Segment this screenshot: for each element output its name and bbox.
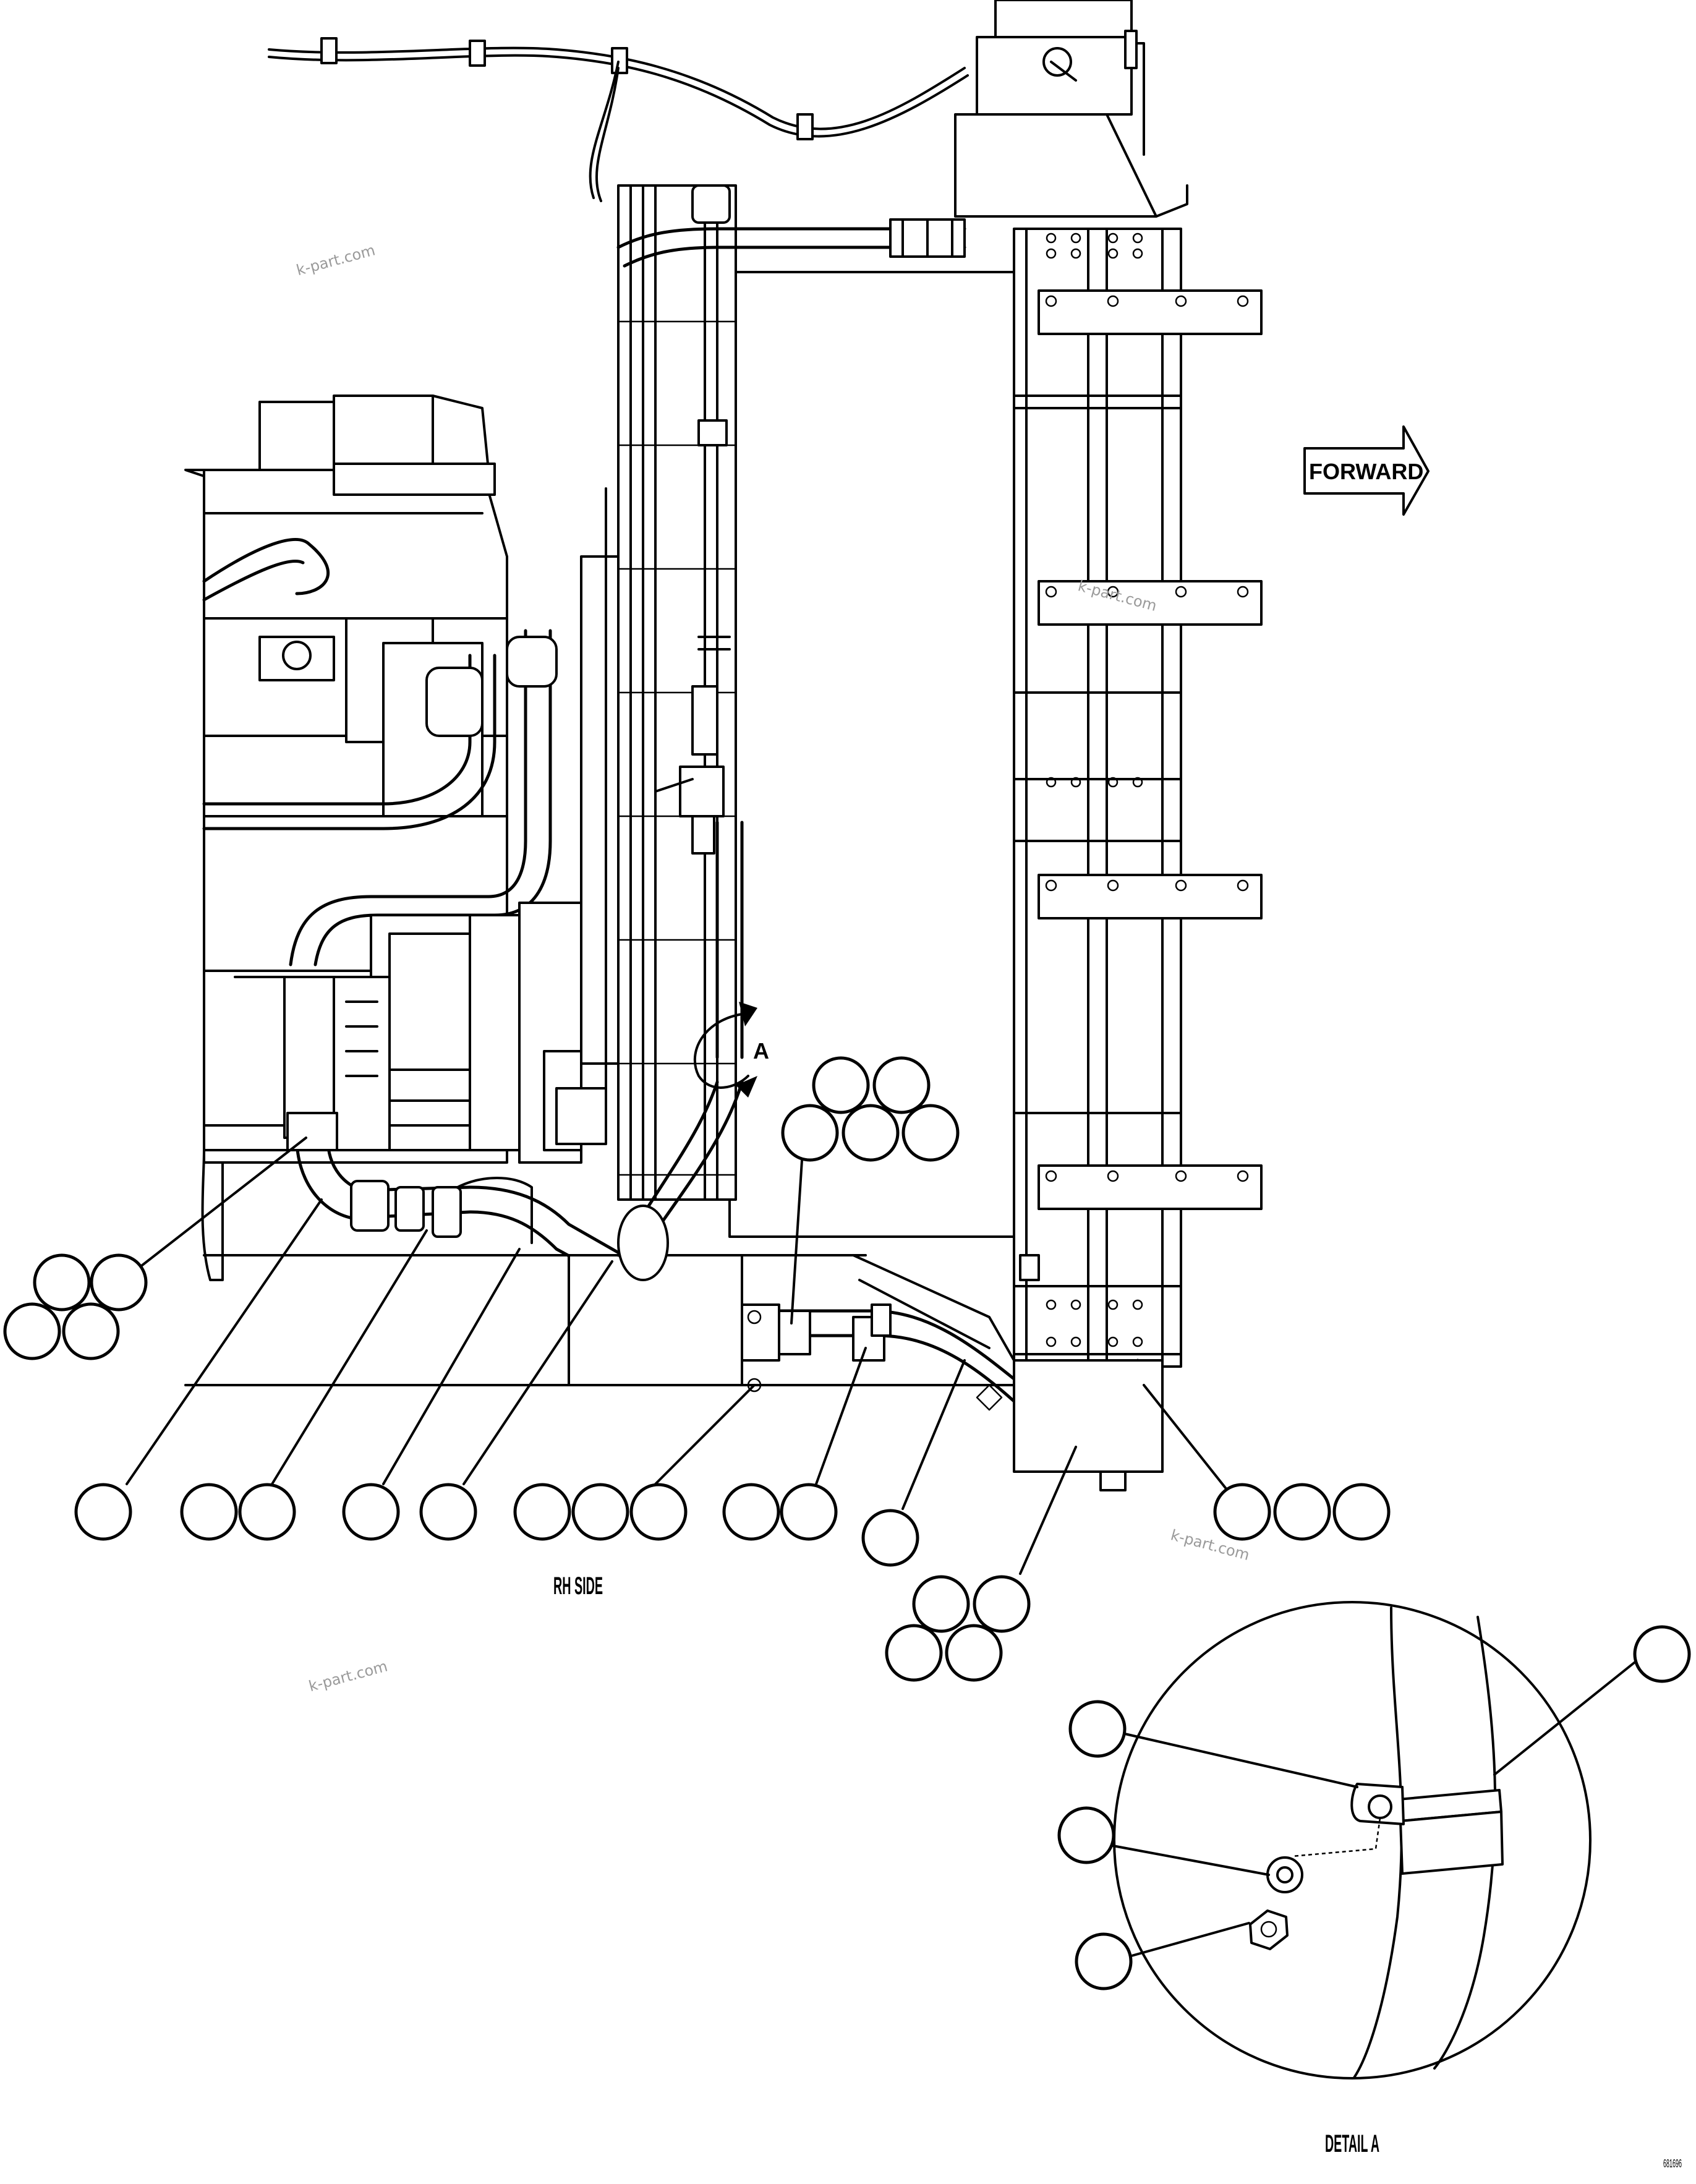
callout-bubble[interactable]: [1633, 1625, 1691, 1683]
callout-bubble[interactable]: [1332, 1483, 1391, 1541]
callout-bubble[interactable]: [945, 1624, 1003, 1682]
radiator-core: [580, 184, 1015, 1238]
callout-bubble[interactable]: [1213, 1483, 1271, 1541]
callout-bubble[interactable]: [419, 1483, 477, 1541]
callout-bubble[interactable]: [513, 1483, 571, 1541]
detail-marker-letter: A: [753, 1038, 769, 1064]
surge-tank: [954, 0, 1188, 218]
callout-bubble[interactable]: [180, 1483, 238, 1541]
callout-bubble[interactable]: [1273, 1483, 1331, 1541]
forward-label: FORWARD: [1309, 459, 1423, 484]
callout-bubble[interactable]: [722, 1483, 780, 1541]
callout-bubble[interactable]: [812, 1056, 870, 1114]
callout-bubble[interactable]: [912, 1575, 970, 1633]
detail-a: DETAIL A: [1057, 1601, 1691, 2157]
callout-bubble[interactable]: [1057, 1806, 1115, 1864]
callout-bubble[interactable]: [1075, 1932, 1133, 1990]
leader-lines: [126, 1130, 1229, 1575]
callout-bubble[interactable]: [781, 1104, 839, 1162]
callout-bubble[interactable]: [90, 1253, 148, 1312]
callout-bubble[interactable]: [842, 1104, 900, 1162]
callout-bubble[interactable]: [238, 1483, 296, 1541]
callout-bubble[interactable]: [885, 1624, 943, 1682]
forward-arrow: FORWARD: [1303, 425, 1430, 516]
detail-a-marker: A: [693, 1002, 769, 1098]
callout-bubbles: [3, 1056, 1391, 1682]
callout-bubble[interactable]: [861, 1509, 919, 1567]
detail-title: DETAIL A: [1325, 2130, 1379, 2157]
callout-bubble[interactable]: [780, 1483, 838, 1541]
sheet-code: 681696: [1663, 2157, 1682, 2170]
top-harness-lines: [268, 37, 969, 202]
view-title: RH SIDE: [553, 1572, 603, 1600]
radiator-frame: [963, 228, 1263, 1368]
callout-bubble[interactable]: [901, 1104, 960, 1162]
watermark-text: k-part.com: [307, 1657, 389, 1695]
lower-hose: [184, 821, 1164, 1491]
engine: [184, 395, 607, 1281]
callout-bubble[interactable]: [3, 1302, 61, 1360]
callout-bubble[interactable]: [342, 1483, 400, 1541]
callout-bubble[interactable]: [571, 1483, 629, 1541]
watermark-text: k-part.com: [294, 241, 377, 279]
callout-bubble[interactable]: [62, 1302, 120, 1360]
callout-bubble[interactable]: [629, 1483, 688, 1541]
callout-bubble[interactable]: [33, 1253, 91, 1312]
callout-bubble[interactable]: [74, 1483, 132, 1541]
callout-bubble[interactable]: [973, 1575, 1031, 1633]
callout-bubble[interactable]: [1068, 1700, 1127, 1758]
callout-bubble[interactable]: [872, 1056, 931, 1114]
